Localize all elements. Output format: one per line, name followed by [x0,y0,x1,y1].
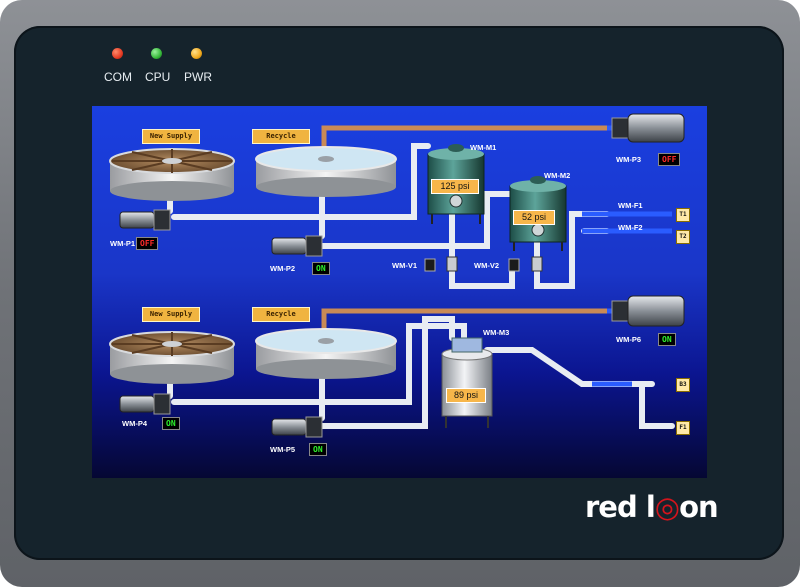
pwr-led-icon [191,48,202,59]
brand-logo: red l◎on [585,490,719,524]
recycle-clarifier-1 [255,146,397,197]
filter-wm-f2-label: WM-F2 [618,223,643,232]
tank-wm-m2-label: WM-M2 [544,171,571,180]
cpu-led-icon [151,48,162,59]
new-supply-button-1[interactable]: New Supply [142,129,200,144]
pump-wm-p2-icon [271,235,323,257]
pump-wm-p4-status[interactable]: ON [162,417,180,430]
valve-wm-v2-label: WM-V2 [474,261,499,270]
pump-wm-p1-label: WM-P1 [110,239,135,248]
pump-wm-p2-label: WM-P2 [270,264,295,273]
pump-wm-p5-status[interactable]: ON [309,443,327,456]
pump-wm-p6-label: WM-P6 [616,335,641,344]
pwr-label: PWR [184,70,212,84]
recycle-clarifier-2 [255,328,397,379]
pump-wm-p6-icon [611,295,685,327]
process-diagram [109,113,685,438]
recycle-button-1[interactable]: Recycle [252,129,310,144]
new-supply-button-2[interactable]: New Supply [142,307,200,322]
new-supply-filter-2 [109,331,235,384]
outlet-f1[interactable]: F1 [676,421,690,435]
tank-wm-m3-icon [441,337,493,428]
outlet-t1[interactable]: T1 [676,208,690,222]
pump-wm-p1-icon [119,209,171,231]
pump-wm-p6-status[interactable]: ON [658,333,676,346]
recycle-button-2[interactable]: Recycle [252,307,310,322]
pipes-bottom [167,316,675,429]
pump-wm-p1-status[interactable]: OFF [136,237,159,250]
outlet-t2[interactable]: T2 [676,230,690,244]
pump-wm-p3-label: WM-P3 [616,155,641,164]
pump-wm-p3-icon [611,113,685,143]
hmi-screen: New Supply Recycle New Supply Recycle WM… [92,106,707,478]
tank-wm-m1-pressure: 125 psi [431,179,479,194]
tank-wm-m3-label: WM-M3 [483,328,510,337]
new-supply-filter-1 [109,148,235,201]
com-led-icon [112,48,123,59]
pump-wm-p3-status[interactable]: OFF [658,153,681,166]
pump-wm-p4-icon [119,393,171,415]
valve-wm-v2-icon [508,256,543,272]
pump-wm-p4-label: WM-P4 [122,419,147,428]
valve-wm-v1-label: WM-V1 [392,261,417,270]
com-label: COM [104,70,132,84]
cpu-label: CPU [145,70,171,84]
pump-wm-p5-label: WM-P5 [270,445,295,454]
filter-lines [582,125,672,387]
tank-wm-m1-label: WM-M1 [470,143,497,152]
logo-ring-icon: ◎ [654,490,680,524]
outlet-b3[interactable]: B3 [676,378,690,392]
valve-wm-v1-icon [424,256,458,272]
tank-wm-m3-pressure: 89 psi [446,388,486,403]
pump-wm-p2-status[interactable]: ON [312,262,330,275]
tank-wm-m2-pressure: 52 psi [513,210,555,225]
filter-wm-f1-label: WM-F1 [618,201,643,210]
pump-wm-p5-icon [271,416,323,438]
